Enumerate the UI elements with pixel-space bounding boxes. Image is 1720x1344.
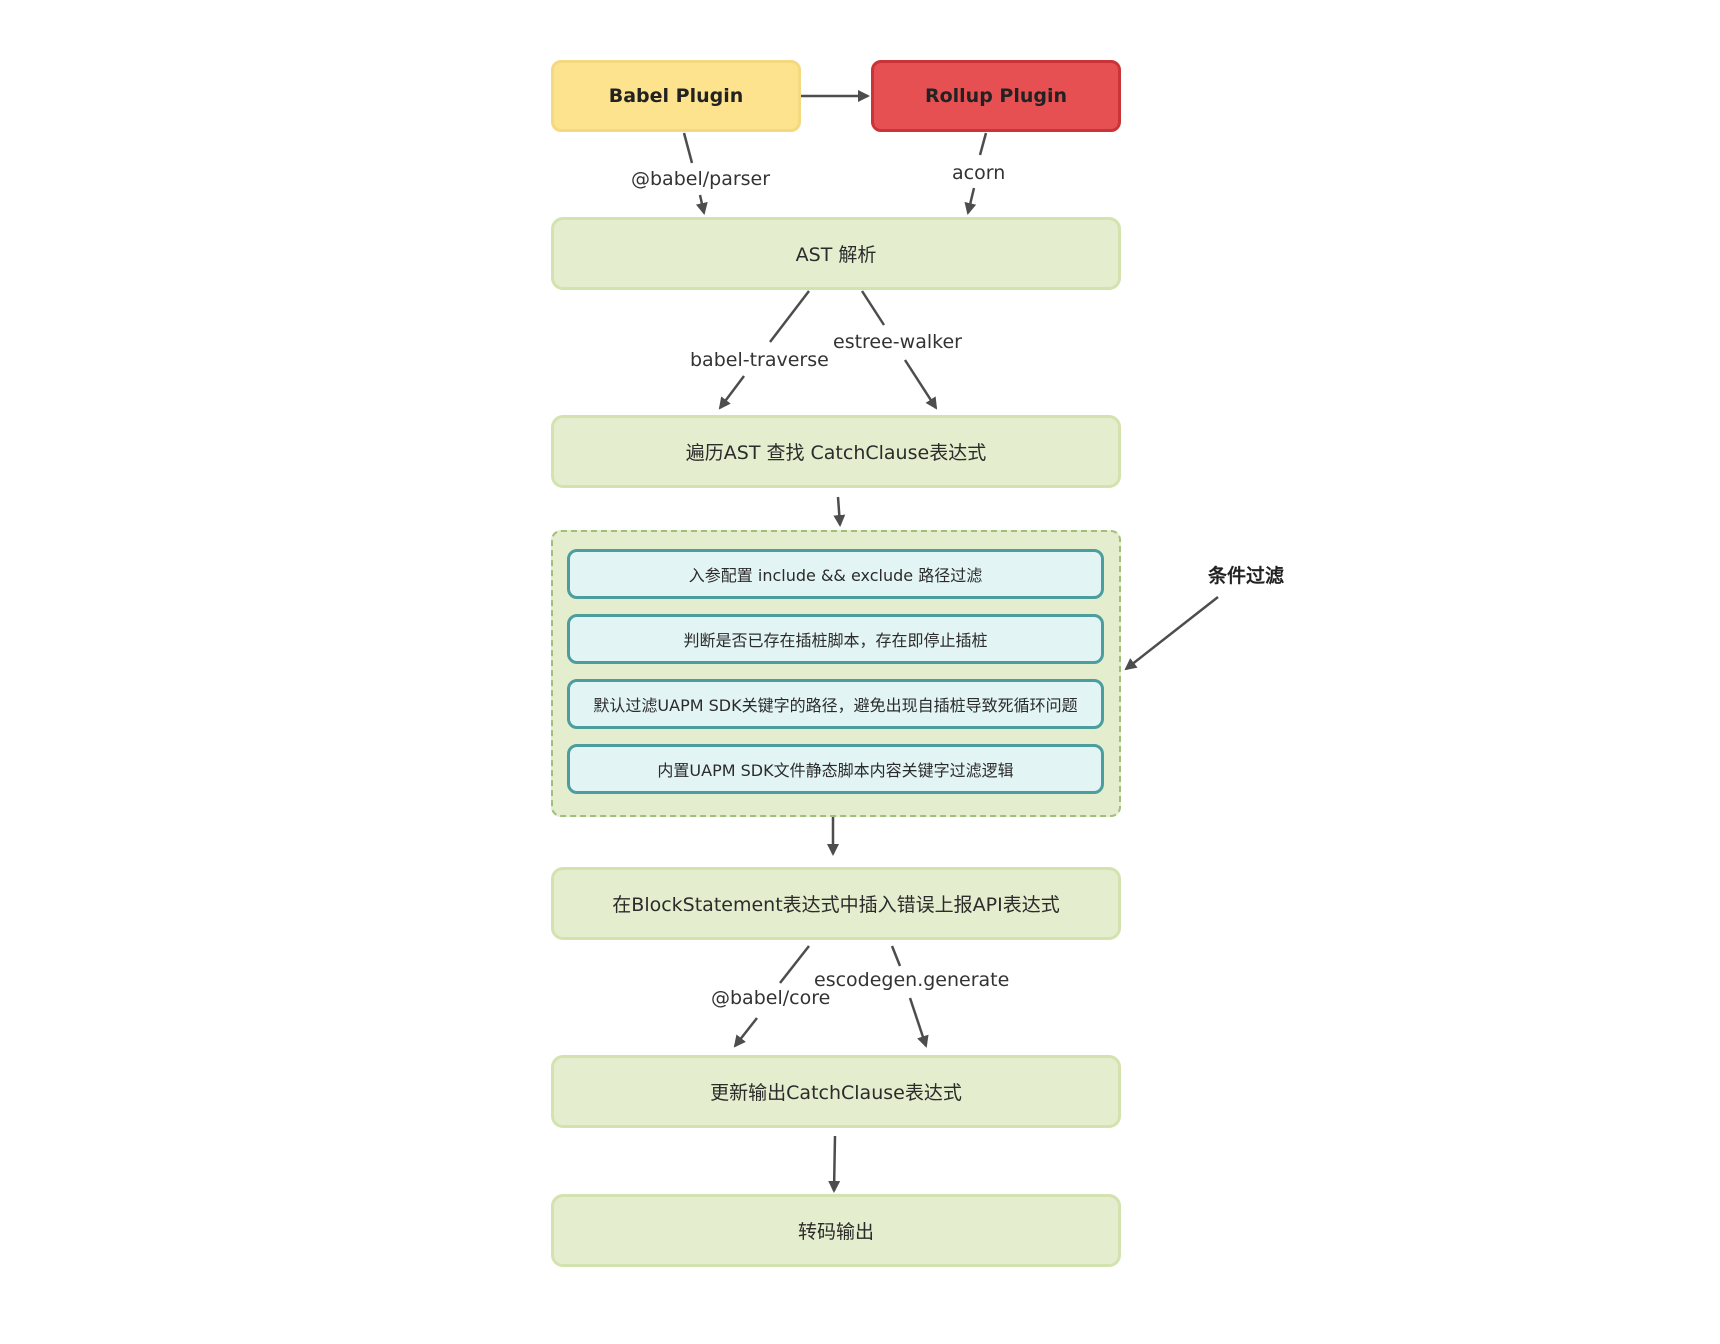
- filter-include-exclude-label: 入参配置 include && exclude 路径过滤: [688, 566, 983, 585]
- ast-parse-node[interactable]: AST 解析: [551, 217, 1121, 290]
- filter-existing-instrumentation[interactable]: 判断是否已存在插桩脚本，存在即停止插桩: [567, 614, 1104, 664]
- edge-label-babel-parser: @babel/parser: [627, 167, 775, 191]
- filter-uapm-content-label: 内置UAPM SDK文件静态脚本内容关键字过滤逻辑: [657, 761, 1014, 780]
- filter-uapm-path[interactable]: 默认过滤UAPM SDK关键字的路径，避免出现自插桩导致死循环问题: [567, 679, 1104, 729]
- arrow-babel-parser-top: [682, 132, 694, 164]
- filter-uapm-content[interactable]: 内置UAPM SDK文件静态脚本内容关键字过滤逻辑: [567, 744, 1104, 794]
- babel-plugin-label: Babel Plugin: [608, 85, 744, 107]
- arrow-walker-bottom: [903, 359, 938, 410]
- arrow-core-bottom: [733, 1017, 758, 1048]
- rollup-plugin-label: Rollup Plugin: [924, 85, 1068, 107]
- arrow-traverse-bottom: [718, 375, 745, 410]
- filter-include-exclude[interactable]: 入参配置 include && exclude 路径过滤: [567, 549, 1104, 599]
- arrow-escodegen-top: [890, 945, 902, 967]
- edge-label-escodegen: escodegen.generate: [810, 968, 1014, 992]
- update-output-node[interactable]: 更新输出CatchClause表达式: [551, 1055, 1121, 1128]
- update-output-label: 更新输出CatchClause表达式: [710, 1082, 962, 1104]
- edge-label-estree-walker: estree-walker: [829, 330, 966, 354]
- transcode-output-label: 转码输出: [797, 1221, 874, 1243]
- rollup-plugin-node[interactable]: Rollup Plugin: [871, 60, 1121, 132]
- traverse-ast-label: 遍历AST 查找 CatchClause表达式: [685, 442, 987, 464]
- arrow-traverse-top: [769, 290, 810, 343]
- insert-api-label: 在BlockStatement表达式中插入错误上报API表达式: [612, 894, 1060, 916]
- arrow-annotation-to-group: [1124, 596, 1219, 671]
- arrow-update-to-transcode: [828, 1135, 841, 1193]
- insert-api-node[interactable]: 在BlockStatement表达式中插入错误上报API表达式: [551, 867, 1121, 940]
- condition-filter-annotation: 条件过滤: [1208, 565, 1285, 587]
- edge-label-babel-core: @babel/core: [707, 986, 835, 1010]
- filter-existing-instrumentation-label: 判断是否已存在插桩脚本，存在即停止插桩: [683, 631, 988, 650]
- filter-uapm-path-label: 默认过滤UAPM SDK关键字的路径，避免出现自插桩导致死循环问题: [593, 696, 1078, 715]
- arrow-walker-top: [860, 290, 886, 326]
- babel-plugin-node[interactable]: Babel Plugin: [551, 60, 801, 132]
- traverse-ast-node[interactable]: 遍历AST 查找 CatchClause表达式: [551, 415, 1121, 488]
- transcode-output-node[interactable]: 转码输出: [551, 1194, 1121, 1267]
- arrow-acorn-bottom: [964, 187, 977, 215]
- ast-parse-label: AST 解析: [795, 244, 877, 266]
- edge-label-acorn: acorn: [948, 161, 1010, 185]
- arrow-escodegen-bottom: [908, 997, 929, 1048]
- arrow-core-top: [779, 945, 810, 984]
- arrow-traverse-to-group: [833, 496, 846, 527]
- edge-label-babel-traverse: babel-traverse: [686, 348, 833, 372]
- arrow-acorn-top: [978, 132, 988, 156]
- arrow-babel-parser-bottom: [695, 194, 708, 215]
